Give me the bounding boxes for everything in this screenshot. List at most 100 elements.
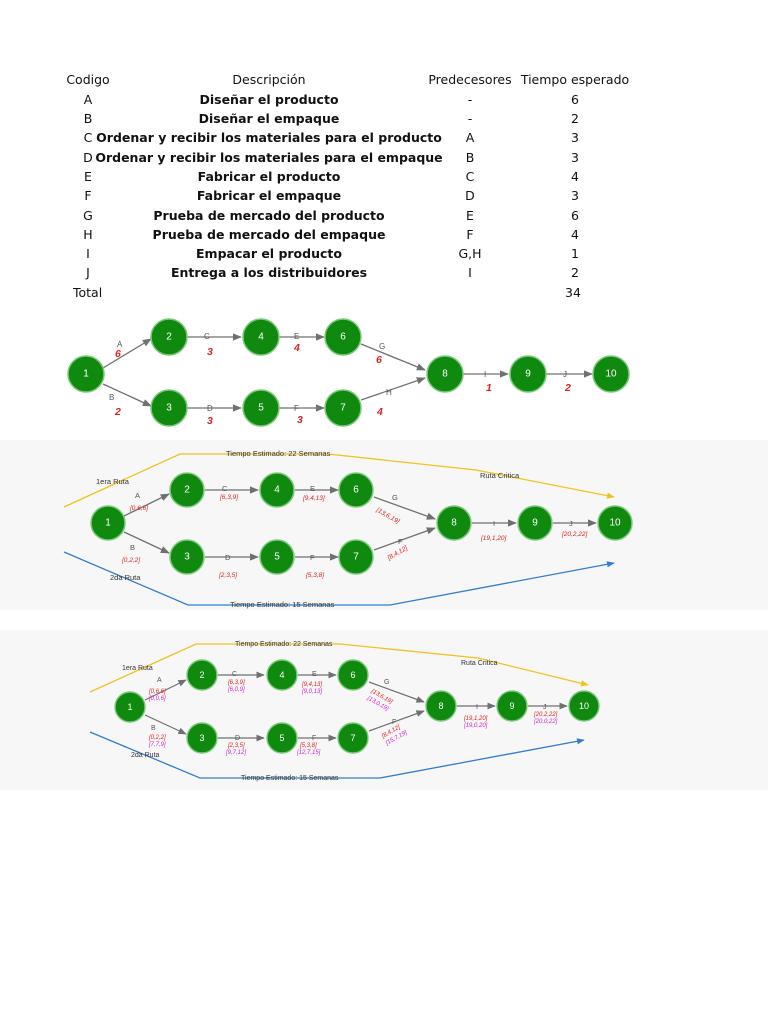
critical-route-line (89, 643, 589, 693)
cell-predecessor: - (467, 92, 473, 107)
node-label: 8 (438, 701, 443, 711)
node-label: 7 (353, 552, 359, 563)
cell-code: D (83, 150, 93, 165)
edge-triple: [9,4,13] (301, 682, 322, 688)
edge-letter: A (135, 491, 140, 500)
edge-G (360, 343, 426, 371)
node-label: 5 (279, 733, 284, 743)
edge-letter: G (379, 342, 385, 351)
edge-G (373, 496, 436, 520)
edge-letter: E (312, 671, 317, 678)
node-label: 10 (579, 701, 589, 711)
edge-letter: I (484, 370, 486, 379)
edge-triple: [2,3,5] (218, 572, 237, 579)
node-5: 5 (266, 722, 298, 754)
node-5: 5 (242, 389, 280, 427)
edge-triple: [6,3,9] (219, 494, 238, 501)
time-estimate-bottom: Tiempo Estimado: 15 Semanas (241, 775, 339, 782)
edge-slack: [9,0,13] (301, 689, 322, 695)
cell-predecessor: B (465, 150, 475, 165)
cell-predecessor: I (468, 265, 472, 280)
edge-letter: C (222, 484, 228, 493)
time-estimate-top: Tiempo Estimado: 22 Semanas (235, 641, 333, 648)
route1-label: 1era Ruta (122, 665, 153, 672)
second-route-line (63, 551, 615, 606)
edge-letter: I (493, 519, 495, 528)
network-diagram-times: A B C D E F G H I J 6 2 3 3 4 3 6 4 1 2 … (67, 318, 630, 427)
node-1: 1 (90, 505, 126, 541)
edge-letter: F (310, 553, 315, 562)
node-label: 6 (350, 670, 355, 680)
edge-letter: C (204, 332, 210, 341)
edge-triple: [19,1,20] (480, 535, 506, 542)
cell-code: G (83, 208, 93, 223)
node-9: 9 (496, 690, 528, 722)
edge-letter: J (543, 704, 547, 711)
node-2: 2 (186, 659, 218, 691)
cell-description: Ordenar y recibir los materiales para el… (96, 130, 442, 145)
node-1: 1 (114, 691, 146, 723)
cell-description: Prueba de mercado del producto (153, 208, 385, 223)
node-9: 9 (517, 505, 553, 541)
edge-B (102, 383, 152, 407)
critical-route-line (63, 453, 615, 508)
edge-H (360, 377, 426, 401)
diagram1-nodes: 1 2 3 4 5 6 7 8 9 10 (67, 318, 630, 427)
edge-letter: D (225, 553, 231, 562)
edge-triple: [20,2,22] (533, 712, 558, 718)
edge-letter: B (151, 725, 156, 732)
edge-A (102, 338, 152, 369)
header-tiempo: Tiempo esperado (520, 72, 630, 87)
node-2: 2 (169, 472, 205, 508)
node-label: 2 (199, 670, 204, 680)
node-3: 3 (186, 722, 218, 754)
node-label: 9 (525, 369, 531, 380)
edge-time: 6 (115, 348, 121, 360)
edge-triple: [9,4,13] (302, 495, 325, 502)
edge-letter: A (117, 340, 123, 349)
cell-predecessor: D (465, 188, 475, 203)
cell-code: B (83, 111, 93, 126)
cell-description: Entrega a los distribuidores (170, 265, 368, 280)
edge-time: 2 (114, 406, 121, 418)
edge-time: 3 (297, 414, 303, 426)
edge-triple: [5,3,8] (299, 743, 317, 749)
node-4: 4 (242, 318, 280, 356)
node-7: 7 (337, 722, 369, 754)
activity-table: Codigo Descripción Predecesores Tiempo e… (0, 0, 768, 310)
cell-time: 3 (571, 130, 579, 145)
edge-letter: J (569, 519, 573, 528)
edge-letter: H (386, 388, 392, 397)
edge-letter: G (384, 679, 389, 686)
cell-predecessor: G,H (458, 246, 482, 261)
node-label: 5 (258, 403, 264, 414)
edge-triple: [5,3,8] (305, 572, 324, 579)
cell-code: H (83, 227, 93, 242)
edge-triple: [8,4,12] (386, 545, 409, 563)
edge-letter: J (563, 370, 567, 379)
node-label: 4 (279, 670, 284, 680)
node-10: 10 (597, 505, 633, 541)
critical-route-label: Ruta Critica (461, 660, 498, 667)
cell-code: E (84, 169, 92, 184)
node-10: 10 (568, 690, 600, 722)
node-6: 6 (338, 472, 374, 508)
edge-letter: C (232, 671, 237, 678)
total-value: 34 (565, 285, 581, 300)
edge-B (123, 531, 170, 554)
cell-predecessor: C (465, 169, 475, 184)
edge-letter: A (157, 677, 162, 684)
network-diagram-routes: Tiempo Estimado: 22 Semanas Tiempo Estim… (0, 440, 768, 610)
cell-predecessor: E (466, 208, 474, 223)
node-label: 9 (532, 518, 538, 529)
edge-triple: [19,1,20] (463, 716, 488, 722)
edge-triple: [20,2,22] (561, 531, 587, 538)
node-label: 5 (274, 552, 280, 563)
edge-triple: [6,3,9] (227, 680, 245, 686)
cell-time: 4 (571, 227, 579, 242)
node-label: 6 (353, 485, 359, 496)
header-descripcion: Descripción (232, 72, 306, 87)
edge-letter: F (294, 404, 299, 413)
edge-letter: F (312, 735, 316, 742)
edge-H (368, 710, 425, 732)
